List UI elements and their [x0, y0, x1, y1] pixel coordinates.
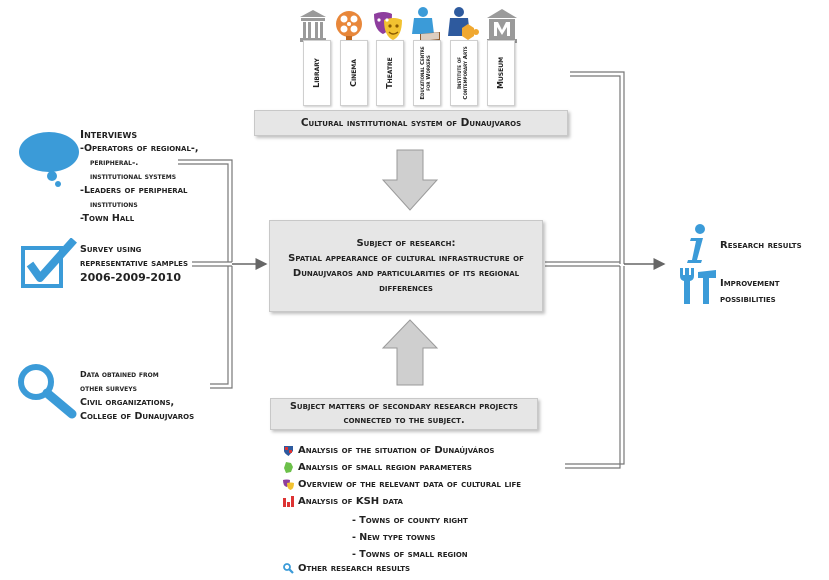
cultural-system-box: Cultural institutional system of Dunaujv…: [254, 110, 568, 136]
label-educational-centre: Educational Centre for Workers: [413, 40, 441, 106]
interviews-line: peripheral-.: [90, 158, 139, 167]
interviews-line: institutional systems: [90, 172, 177, 181]
interviews-line: -Leaders of peripheral: [80, 185, 188, 196]
other-data-line4: College of Dunaujvaros: [80, 411, 195, 422]
label-theatre: Theatre: [376, 40, 404, 106]
improvement-line1: Improvement: [720, 278, 780, 289]
library-icon: [300, 10, 326, 42]
up-arrow: [381, 319, 439, 386]
info-icon: [687, 224, 705, 263]
cinema-icon: [336, 11, 362, 42]
research-results-label: Research results: [720, 240, 802, 251]
ksh-subitem: - Towns of county right: [352, 515, 468, 526]
subject-of-research-box: Subject of research: Spatial appearance …: [269, 220, 543, 312]
ksh-subitem: - Towns of small region: [352, 549, 468, 560]
bar-chart-icon: [283, 496, 294, 507]
checkbox-icon: [21, 238, 77, 288]
subject-text: Spatial appearance of cultural infrastru…: [288, 253, 524, 294]
secondary-research-box: Subject matters of secondary research pr…: [270, 398, 538, 430]
improvement-line2: possibilities: [720, 294, 776, 305]
other-data-line2: other surveys: [80, 384, 137, 393]
ksh-subitems: - Towns of county right - New type towns…: [352, 512, 468, 563]
coat-of-arms-icon: [284, 446, 293, 456]
survey-line2: representative samples: [80, 258, 188, 269]
region-map-icon: [284, 462, 293, 473]
improvement-label: Improvement possibilities: [720, 276, 780, 308]
interviews-title: Interviews: [80, 128, 138, 141]
other-data-line1: Data obtained from: [80, 370, 159, 379]
other-data-block: Data obtained from other surveys Civil o…: [80, 368, 220, 424]
label-museum: Museum: [487, 40, 515, 106]
survey-line1: Survey using: [80, 244, 142, 255]
educational-centre-icon: [412, 7, 440, 43]
theatre-masks-icon: [283, 479, 294, 490]
analysis-item-situation: Analysis of the situation of Dunaújváros: [283, 445, 494, 456]
right-bracket: [545, 71, 625, 469]
interviews-block: Interviews -Operators of regional-, peri…: [80, 128, 240, 226]
label-cinema: Cinema: [340, 40, 368, 106]
museum-icon: [487, 9, 517, 43]
other-data-line3: Civil organizations,: [80, 397, 175, 408]
interviews-line: -Operators of regional-,: [80, 143, 199, 154]
left-bracket: [178, 159, 233, 389]
theatre-icon: [374, 12, 402, 40]
analysis-item-small-region: Analysis of small region parameters: [283, 462, 472, 473]
magnifier-icon: [18, 364, 77, 419]
ksh-subitem: - New type towns: [352, 532, 436, 543]
tools-icon: [680, 268, 716, 304]
interviews-line: -Town Hall: [80, 213, 135, 224]
other-research-results: Other research results: [283, 563, 410, 574]
interviews-line: institutions: [90, 200, 138, 209]
speech-bubble-icon: [19, 132, 79, 187]
analysis-item-cultural-life: Overview of the relevant data of cultura…: [283, 479, 521, 490]
search-icon: [283, 563, 294, 574]
subject-title: Subject of research:: [356, 238, 456, 249]
analysis-item-ksh: Analysis of KSH data: [283, 496, 403, 507]
label-library: Library: [303, 40, 331, 106]
survey-block: Survey using representative samples 2006…: [80, 243, 220, 285]
institute-arts-icon: [448, 7, 479, 40]
label-institute-arts: Institute of Contemporary Arts: [450, 40, 478, 106]
down-arrow: [381, 149, 439, 211]
survey-years: 2006-2009-2010: [80, 271, 181, 284]
